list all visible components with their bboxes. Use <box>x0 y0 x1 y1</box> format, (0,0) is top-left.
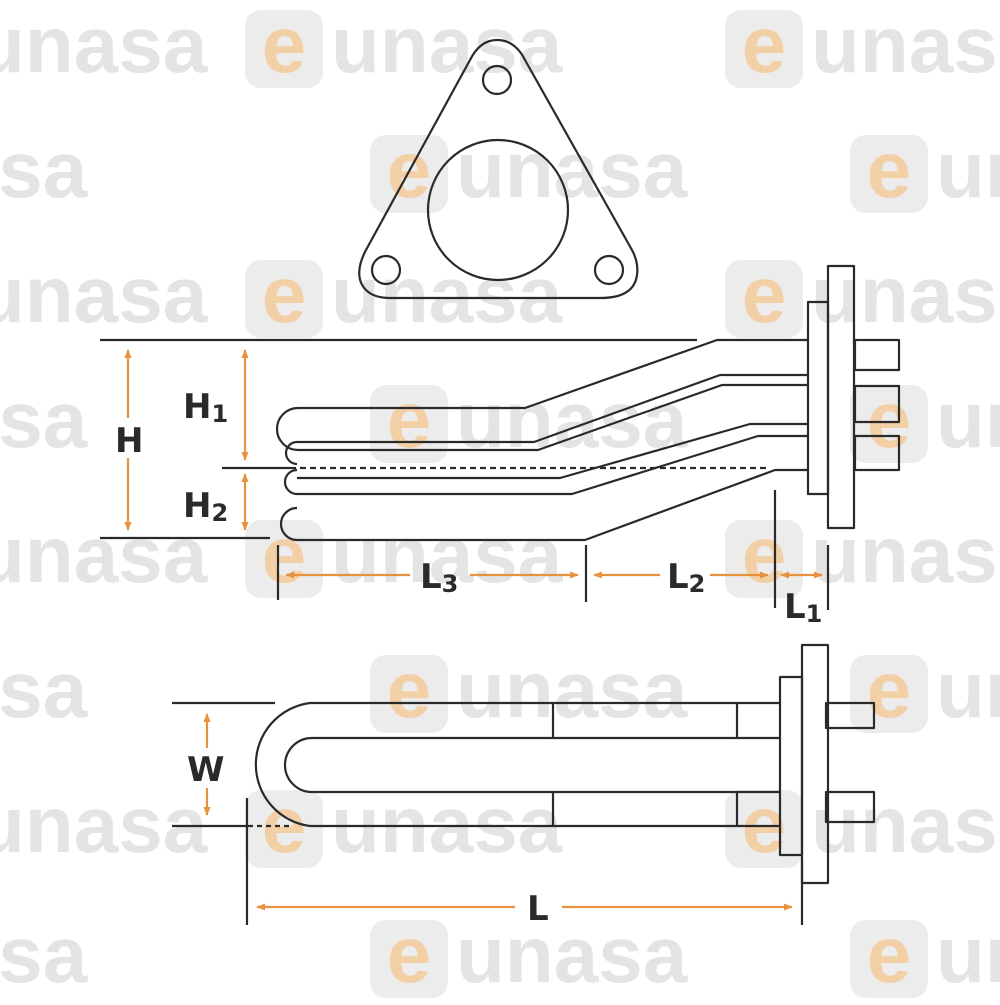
dimension-labels: H H1 H2 L3 L2 L1 W L <box>115 387 822 929</box>
svg-text:unasa: unasa <box>936 375 1000 464</box>
svg-text:unasa: unasa <box>456 910 688 999</box>
label-w: W <box>187 750 225 790</box>
svg-text:unasa: unasa <box>0 250 208 339</box>
svg-text:unasa: unasa <box>936 910 1000 999</box>
side-view <box>100 264 901 610</box>
label-h: H <box>115 421 143 461</box>
label-l2: L2 <box>667 557 705 598</box>
svg-text:e: e <box>262 510 307 599</box>
label-l: L <box>527 889 549 929</box>
svg-text:e: e <box>742 780 787 869</box>
svg-text:e: e <box>867 125 912 214</box>
svg-text:unasa: unasa <box>331 510 563 599</box>
svg-text:unasa: unasa <box>456 645 688 734</box>
top-view <box>172 643 876 925</box>
dimension-arrows <box>124 349 823 911</box>
svg-text:unasa: unasa <box>811 780 1000 869</box>
svg-text:unasa: unasa <box>936 125 1000 214</box>
svg-text:e: e <box>867 910 912 999</box>
svg-text:e: e <box>742 0 787 89</box>
svg-text:e: e <box>742 250 787 339</box>
label-l3: L3 <box>420 557 458 598</box>
svg-text:unasa: unasa <box>811 250 1000 339</box>
svg-text:e: e <box>742 510 787 599</box>
svg-text:unasa: unasa <box>0 645 88 734</box>
label-h1: H1 <box>183 387 228 428</box>
svg-text:unasa: unasa <box>0 125 88 214</box>
svg-text:e: e <box>867 375 912 464</box>
svg-text:unasa: unasa <box>0 510 208 599</box>
svg-text:e: e <box>387 910 432 999</box>
svg-text:unasa: unasa <box>811 0 1000 89</box>
svg-text:unasa: unasa <box>811 510 1000 599</box>
svg-text:e: e <box>387 645 432 734</box>
svg-text:e: e <box>262 0 307 89</box>
svg-text:unasa: unasa <box>331 250 563 339</box>
label-h2: H2 <box>183 486 228 527</box>
label-l1: L1 <box>784 587 822 628</box>
technical-drawing <box>100 38 901 925</box>
svg-text:unasa: unasa <box>456 125 688 214</box>
svg-text:unasa: unasa <box>0 910 88 999</box>
svg-text:unasa: unasa <box>331 780 563 869</box>
svg-text:unasa: unasa <box>0 780 208 869</box>
svg-text:unasa: unasa <box>0 0 208 89</box>
svg-text:e: e <box>262 250 307 339</box>
svg-text:unasa: unasa <box>0 375 88 464</box>
svg-text:unasa: unasa <box>331 0 563 89</box>
svg-text:unasa: unasa <box>936 645 1000 734</box>
flange-top-view <box>358 38 639 300</box>
